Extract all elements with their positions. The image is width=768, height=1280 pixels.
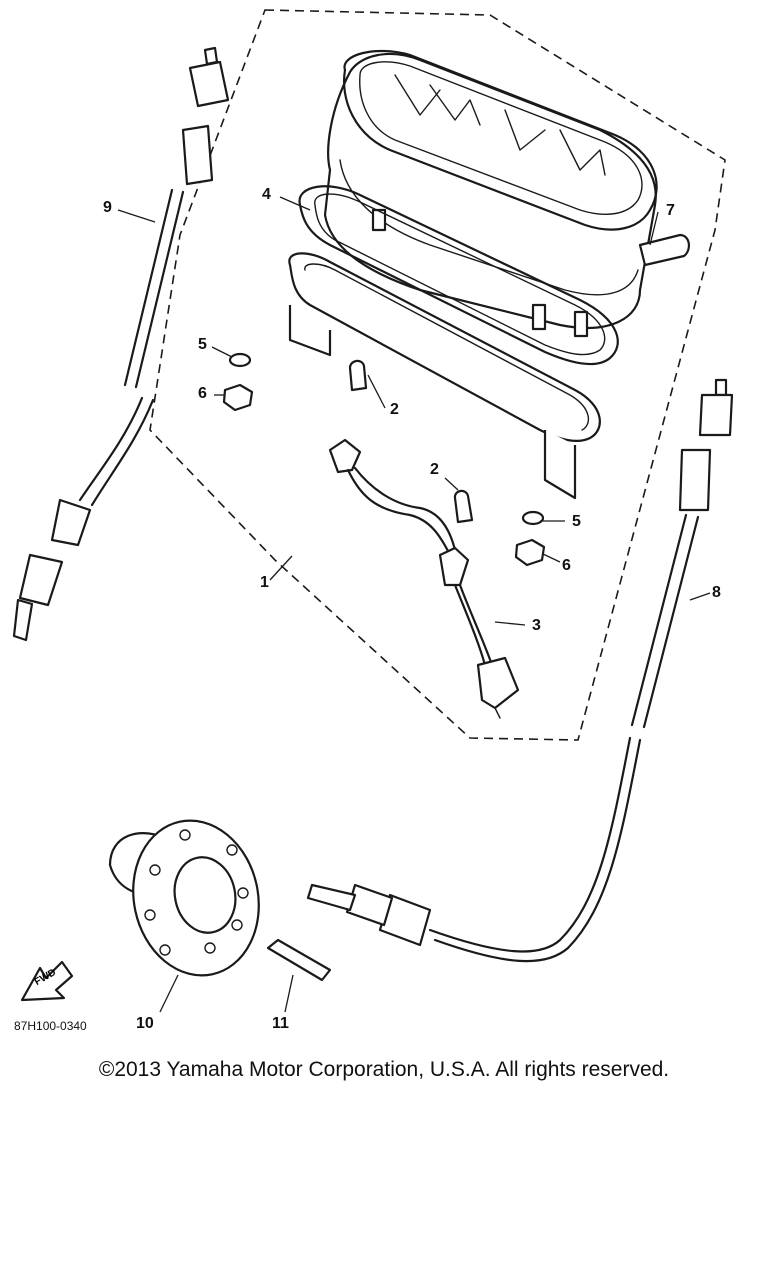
meter-cable-right	[306, 378, 734, 963]
meter-gasket	[298, 185, 619, 365]
drawing-code: 87H100-0340	[14, 1019, 87, 1033]
callout-3: 3	[532, 617, 541, 634]
callout-5-left: 5	[198, 336, 207, 353]
callout-6-left: 6	[198, 385, 207, 402]
bulb-lower	[453, 489, 474, 524]
meter-housing	[323, 49, 690, 338]
nut-left	[222, 383, 254, 412]
callout-2-lower: 2	[430, 461, 439, 478]
washer-left	[228, 352, 252, 368]
callout-4: 4	[262, 186, 271, 203]
meter-gear-plate	[108, 819, 260, 977]
callout-8: 8	[712, 584, 721, 601]
drive-pin	[266, 938, 332, 982]
callout-11: 11	[272, 1015, 289, 1032]
copyright-notice: ©2013 Yamaha Motor Corporation, U.S.A. A…	[98, 1058, 670, 1081]
nut-right	[514, 538, 546, 567]
fwd-arrow	[20, 960, 74, 1002]
callout-2-upper: 2	[390, 401, 399, 418]
meter-bracket	[288, 252, 601, 500]
callout-6-right: 6	[562, 557, 571, 574]
callout-10: 10	[136, 1015, 154, 1032]
leader-lines	[117, 196, 711, 1013]
callout-7: 7	[666, 202, 675, 219]
socket-cord	[328, 438, 520, 719]
callout-5-right: 5	[572, 513, 581, 530]
meter-cable-left	[12, 46, 230, 642]
callout-1: 1	[260, 574, 269, 591]
washer-right	[521, 510, 545, 526]
bulb-upper	[348, 359, 368, 392]
callout-9: 9	[103, 199, 112, 216]
assembly-boundary-dashed	[149, 9, 726, 741]
